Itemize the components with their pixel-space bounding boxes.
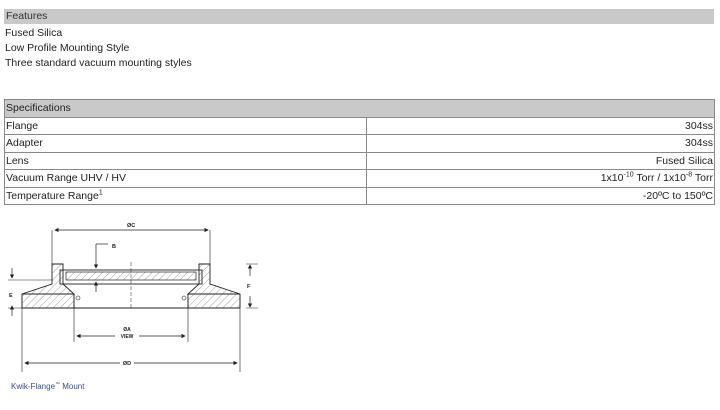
dimension-od: ØD (21, 308, 241, 372)
flange-body (21, 263, 241, 309)
dimension-oa: ØA VIEW (73, 308, 189, 342)
dimension-label-oa: ØA (123, 327, 131, 333)
spec-label: Flange (4, 116, 367, 135)
dimension-b: B (93, 243, 116, 292)
kwik-flange-diagram: ØC B E F ØA VIEW ØD (8, 223, 258, 372)
feature-item: Fused Silica (5, 27, 63, 39)
table-row: Temperature Range1 -20ºC to 150ºC (4, 186, 716, 205)
diagram-caption: Kwik-Flange™ Mount (11, 381, 85, 391)
specifications-table: Specifications Flange 304ss Adapter 304s… (3, 99, 716, 205)
spec-label: Vacuum Range UHV / HV (4, 169, 367, 188)
spec-value: Fused Silica (365, 151, 716, 170)
table-row: Adapter 304ss (4, 134, 716, 153)
spec-value: 1x10-10 Torr / 1x10-8 Torr (365, 169, 716, 188)
table-row: Vacuum Range UHV / HV 1x10-10 Torr / 1x1… (4, 169, 716, 188)
dimension-label-od: ØD (123, 361, 131, 367)
dimension-oc: ØC (54, 223, 209, 233)
specifications-header: Specifications (3, 99, 716, 118)
spec-label: Temperature Range1 (4, 186, 367, 205)
table-row: Lens Fused Silica (4, 151, 716, 170)
spec-label: Adapter (4, 134, 367, 153)
features-header: Features (4, 9, 714, 24)
feature-item: Low Profile Mounting Style (5, 42, 130, 54)
dimension-label-view: VIEW (121, 334, 134, 340)
feature-item: Three standard vacuum mounting styles (5, 57, 192, 69)
dimension-label-e: E (9, 293, 13, 299)
table-row: Flange 304ss (4, 116, 716, 135)
dimension-label-b: B (112, 244, 116, 250)
spec-value: 304ss (365, 116, 716, 135)
dimension-e: E (8, 268, 52, 316)
dimension-f: F (246, 263, 258, 309)
dimension-label-oc: ØC (127, 223, 135, 229)
spec-label: Lens (4, 151, 367, 170)
specifications-header-row: Specifications (3, 99, 716, 118)
dimension-label-f: F (247, 284, 251, 290)
lens-housing (51, 230, 211, 308)
spec-value: -20ºC to 150ºC (365, 186, 716, 205)
spec-value: 304ss (365, 134, 716, 153)
